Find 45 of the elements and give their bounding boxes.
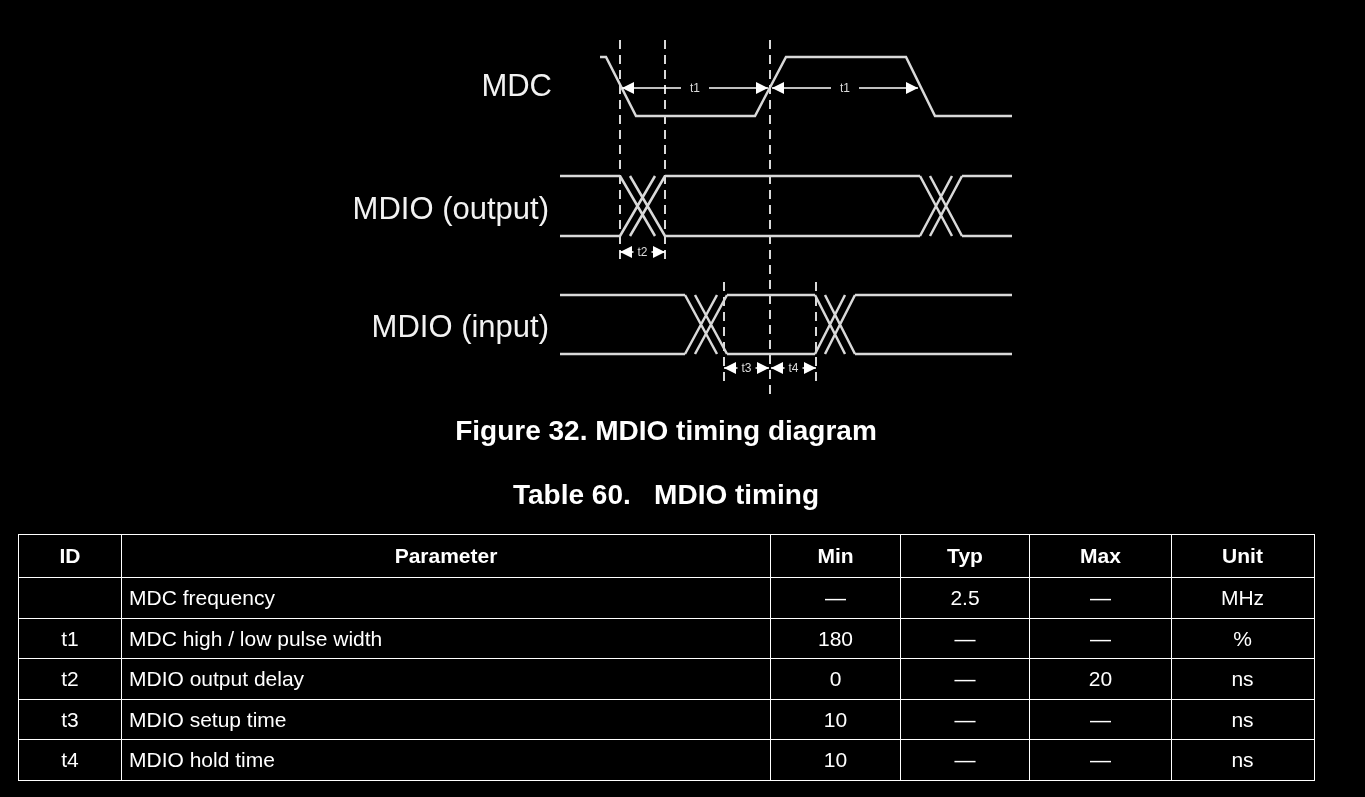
table-cell: — — [901, 659, 1030, 699]
header-cell: Min — [771, 535, 901, 577]
timing-label: t4 — [788, 362, 799, 374]
table-cell: MDC high / low pulse width — [122, 618, 771, 658]
figure-caption: Figure 32. MDIO timing diagram — [454, 417, 878, 445]
timing-label: t2 — [637, 246, 648, 258]
header-cell: Typ — [901, 535, 1030, 577]
table-cell-text: ns — [1230, 706, 1255, 733]
table-cell: — — [901, 740, 1030, 780]
table-cell: t2 — [19, 659, 122, 699]
table-cell: — — [1030, 740, 1172, 780]
table-cell: 10 — [771, 699, 901, 739]
table-cell: 10 — [771, 740, 901, 780]
table-cell: — — [1030, 578, 1172, 618]
table-cell: 180 — [771, 618, 901, 658]
table-cell: t4 — [19, 740, 122, 780]
table-cell: — — [901, 618, 1030, 658]
header-cell: Parameter — [122, 535, 771, 577]
table-cell: MDIO setup time — [122, 699, 771, 739]
header-cell-text: Unit — [1221, 543, 1264, 570]
timing-label: t3 — [741, 362, 752, 374]
table-cell: t3 — [19, 699, 122, 739]
table-cell-text: ns — [1230, 747, 1255, 773]
table-cell: t1 — [19, 618, 122, 658]
table-cell: MDIO output delay — [122, 659, 771, 699]
table-title: Table 60. MDIO timing — [512, 481, 820, 509]
table-cell: 20 — [1030, 659, 1172, 699]
table-cell: — — [1030, 699, 1172, 739]
table-cell-text: ns — [1230, 666, 1255, 692]
table-cell: MDIO hold time — [122, 740, 771, 780]
signal-name: MDIO (input) — [371, 310, 549, 342]
table-cell: — — [771, 578, 901, 618]
header-cell: Max — [1030, 535, 1172, 577]
header-cell: ID — [19, 535, 122, 577]
signal-name: MDIO (output) — [352, 192, 549, 224]
table-cell: — — [1030, 618, 1172, 658]
timing-label: t1 — [840, 82, 850, 94]
table-cell: MDC frequency — [122, 578, 771, 618]
table-cell-text: % — [1232, 625, 1253, 652]
table-cell: — — [901, 699, 1030, 739]
signal-name: MDC — [481, 69, 552, 101]
table-cell: 0 — [771, 659, 901, 699]
table-cell-text: MHz — [1219, 585, 1266, 611]
timing-label: t1 — [690, 82, 700, 94]
table-cell: 2.5 — [901, 578, 1030, 618]
